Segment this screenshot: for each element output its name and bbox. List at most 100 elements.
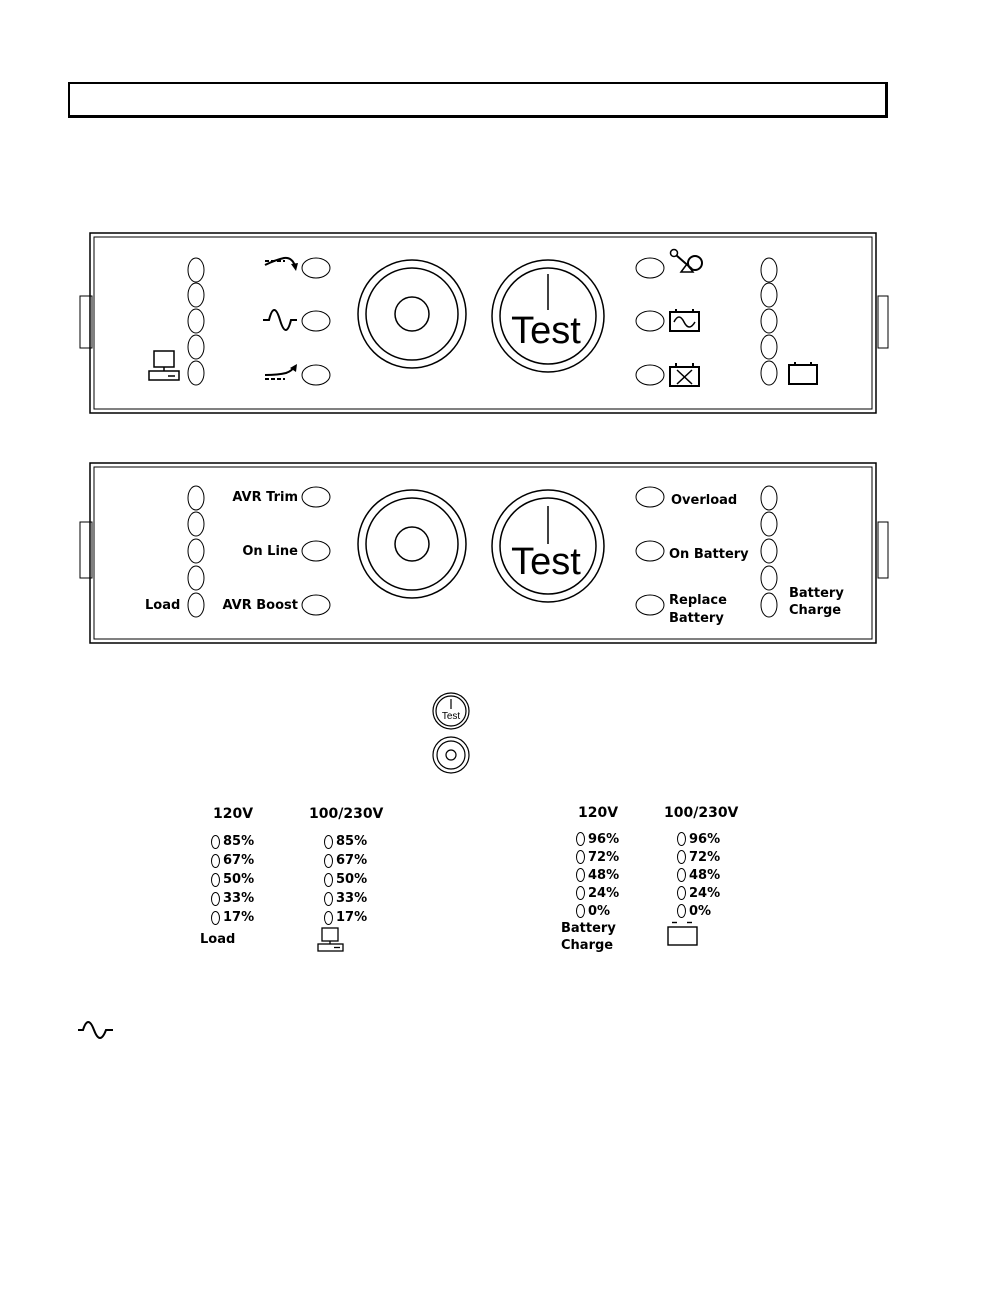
online-led	[301, 540, 331, 562]
on-battery-led	[635, 310, 665, 332]
legend-value: 72%	[689, 849, 721, 865]
battery-legend-label-line1: Battery	[561, 921, 616, 936]
on-line-label: On Line	[242, 544, 298, 559]
load-bar-leds	[187, 485, 205, 618]
overload-icon	[669, 248, 703, 273]
legend-value: 17%	[336, 910, 368, 925]
legend-row: 50%	[211, 870, 254, 889]
legend-value: 24%	[588, 885, 620, 901]
legend-row: 24%	[677, 884, 720, 902]
legend-row: 50%	[324, 870, 367, 889]
legend-value: 67%	[336, 853, 368, 868]
overload-led	[635, 486, 665, 508]
on-battery-label: On Battery	[669, 547, 749, 562]
legend-row: 0%	[576, 902, 619, 920]
legend-row: 96%	[576, 830, 619, 848]
power-button[interactable]	[357, 489, 467, 599]
on-battery-icon	[669, 309, 700, 332]
load-col2-header: 100/230V	[309, 806, 384, 822]
load-label: Load	[145, 598, 181, 613]
battery-bar-leds	[760, 485, 778, 618]
computer-icon	[317, 927, 344, 952]
battery-col2-list: 96% 72% 48% 24% 0%	[677, 830, 720, 920]
legend-value: 96%	[689, 831, 721, 847]
legend-value: 85%	[223, 834, 255, 849]
legend-row: 85%	[211, 832, 254, 851]
online-led	[301, 310, 331, 332]
legend-row: 17%	[324, 908, 367, 927]
load-bar-leds	[187, 257, 205, 386]
avr-trim-led	[301, 257, 331, 279]
legend-value: 50%	[336, 872, 368, 887]
legend-row: 85%	[324, 832, 367, 851]
replace-battery-led	[635, 364, 665, 386]
battery-charge-label-line1: Battery	[789, 586, 844, 601]
legend-row: 33%	[211, 889, 254, 908]
legend-row: 72%	[576, 848, 619, 866]
load-col1-header: 120V	[213, 806, 254, 822]
avr-trim-label: AVR Trim	[232, 490, 298, 505]
test-button[interactable]: Test	[491, 489, 605, 603]
battery-col1-header: 120V	[578, 805, 619, 821]
replace-battery-label: Battery	[669, 611, 724, 626]
battery-legend-label-line2: Charge	[561, 938, 614, 953]
legend-value: 72%	[588, 849, 620, 865]
replace-battery-led	[635, 594, 665, 616]
legend-row: 24%	[576, 884, 619, 902]
load-col1-list: 85% 67% 50% 33% 17%	[211, 832, 254, 927]
avr-boost-icon	[264, 364, 297, 380]
computer-icon	[148, 350, 180, 381]
battery-icon	[667, 921, 698, 946]
legend-row: 48%	[677, 866, 720, 884]
legend-value: 24%	[689, 885, 721, 901]
sine-wave-icon	[78, 1021, 113, 1039]
legend-row: 0%	[677, 902, 720, 920]
overload-led	[635, 257, 665, 279]
avr-boost-label: AVR Boost	[222, 598, 299, 613]
header-bar	[68, 82, 888, 118]
battery-col1-list: 96% 72% 48% 24% 0%	[576, 830, 619, 920]
avr-trim-icon	[264, 256, 298, 271]
power-button-small-icon	[432, 736, 470, 774]
on-battery-led	[635, 540, 665, 562]
legend-row: 67%	[211, 851, 254, 870]
legend-value: 48%	[588, 867, 620, 883]
legend-row: 96%	[677, 830, 720, 848]
legend-value: 17%	[223, 910, 255, 925]
test-small-label: Test	[442, 711, 461, 722]
legend-row: 17%	[211, 908, 254, 927]
battery-icon	[788, 362, 818, 385]
load-legend-label: Load	[200, 932, 236, 947]
legend-value: 96%	[588, 831, 620, 847]
battery-col2-header: 100/230V	[664, 805, 739, 821]
front-panel-icons: Test	[79, 232, 889, 414]
online-sine-icon	[263, 309, 297, 331]
avr-boost-led	[301, 594, 331, 616]
avr-trim-led	[301, 486, 331, 508]
legend-row: 72%	[677, 848, 720, 866]
test-button-small-icon: Test	[432, 692, 470, 730]
legend-row: 48%	[576, 866, 619, 884]
button-legend: Test	[432, 692, 470, 774]
legend-row: 67%	[324, 851, 367, 870]
test-button-label: Test	[511, 541, 581, 583]
avr-boost-led	[301, 364, 331, 386]
power-button[interactable]	[357, 259, 467, 369]
legend-value: 33%	[223, 891, 255, 906]
legend-value: 0%	[588, 903, 611, 919]
front-panel-labeled: Test	[79, 462, 889, 644]
legend-value: 50%	[223, 872, 255, 887]
battery-charge-label-line2: Charge	[789, 603, 842, 618]
replace-label: Replace	[669, 593, 727, 608]
legend-value: 85%	[336, 834, 368, 849]
replace-battery-icon	[669, 363, 700, 387]
test-button[interactable]: Test	[491, 259, 605, 373]
legend-value: 48%	[689, 867, 721, 883]
test-button-label: Test	[511, 310, 581, 352]
legend-value: 33%	[336, 891, 368, 906]
legend-value: 0%	[689, 903, 712, 919]
overload-label: Overload	[671, 493, 738, 508]
legend-value: 67%	[223, 853, 255, 868]
load-col2-list: 85% 67% 50% 33% 17%	[324, 832, 367, 927]
legend-row: 33%	[324, 889, 367, 908]
